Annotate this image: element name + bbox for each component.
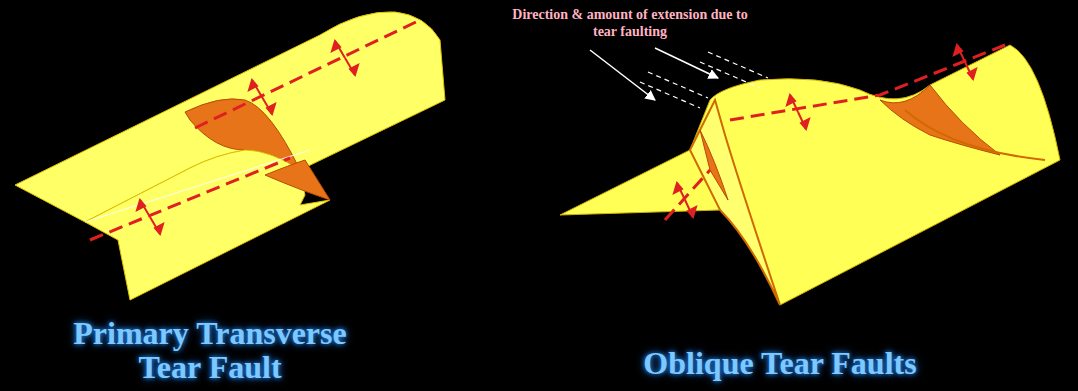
left-sheet: [15, 12, 445, 300]
figure-caption: Oblique Tear Faults: [590, 346, 970, 380]
figure-caption: Primary Transverse Tear Fault: [40, 316, 380, 384]
extension-note: Direction & amount of extension due to t…: [500, 6, 760, 40]
right-sheet: [560, 45, 1060, 305]
